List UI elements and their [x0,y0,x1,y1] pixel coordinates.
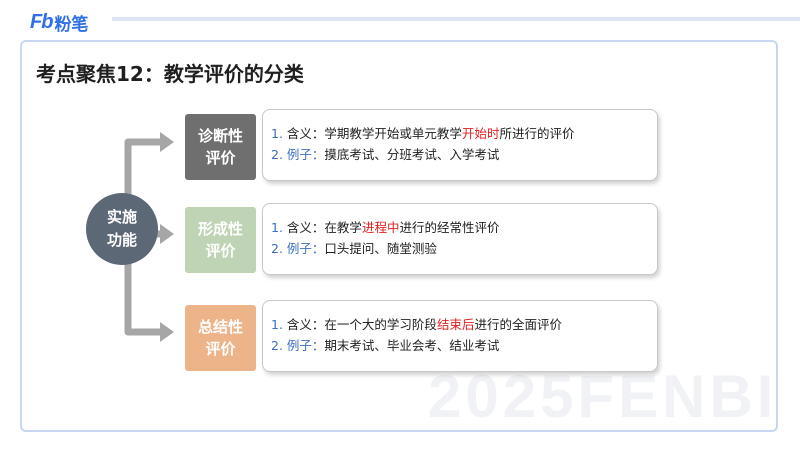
meaning-line: 1. 含义：学期教学开始或单元教学开始时所进行的评价 [271,126,575,141]
example-prefix: 2. 例子： [271,241,325,256]
arrow-head-middle [160,224,174,244]
header-divider [112,17,800,21]
category-diagnostic-evaluation: 诊断性 评价 [185,114,256,180]
meaning-line: 1. 含义：在一个大的学习阶段结束后进行的全面评价 [271,317,562,332]
definition-card-summative: 1. 含义：在一个大的学习阶段结束后进行的全面评价 2. 例子：期末考试、毕业会… [262,300,658,372]
example-line: 2. 例子：期末考试、毕业会考、结业考试 [271,338,500,353]
center-node-implementation-function: 实施 功能 [86,193,158,265]
definition-card-formative: 1. 含义：在教学进程中进行的经常性评价 2. 例子：口头提问、随堂测验 [262,203,658,275]
logo-text: 粉笔 [54,14,89,35]
arrow-head-bottom [160,322,174,342]
meaning-line: 1. 含义：在教学进程中进行的经常性评价 [271,220,500,235]
example-prefix: 2. 例子： [271,338,325,353]
example-line: 2. 例子：摸底考试、分班考试、入学考试 [271,147,500,162]
meaning-highlight: 进程中 [361,220,400,235]
category-summative-evaluation: 总结性 评价 [185,305,256,371]
watermark: 2025FENBI [428,363,778,430]
definition-card-diagnostic: 1. 含义：学期教学开始或单元教学开始时所进行的评价 2. 例子：摸底考试、分班… [262,109,658,181]
slide-frame [20,40,778,432]
arrow-head-top [160,132,174,152]
fenbi-logo: Fb 粉笔 [30,9,88,35]
meaning-highlight: 开始时 [461,126,500,141]
example-prefix: 2. 例子： [271,147,325,162]
category-formative-evaluation: 形成性 评价 [185,207,256,273]
example-line: 2. 例子：口头提问、随堂测验 [271,241,437,256]
meaning-highlight: 结束后 [436,317,475,332]
logo-mark: Fb [30,10,53,33]
page-title: 考点聚焦12：教学评价的分类 [36,62,304,86]
